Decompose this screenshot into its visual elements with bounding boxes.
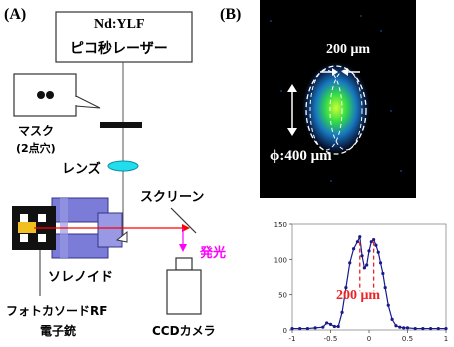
emission-label: 発光 [200,246,227,261]
data-point [340,310,344,314]
mask-plate [100,122,142,128]
data-point [358,235,362,239]
data-point [398,325,402,329]
profile-chart: 0 50 100 150 -1 -0.5 0 0.5 1 [274,221,449,343]
beam-image [260,0,416,198]
mask-hole-right [46,91,54,99]
data-point [402,326,406,330]
data-point [321,325,325,329]
x-tick-label: 0 [367,335,371,343]
data-point [413,326,417,331]
ccd-label: CCDカメラ [152,324,216,338]
data-point [352,247,356,251]
panel-a-label: (A) [4,6,27,23]
data-point [305,326,309,331]
y-tick-label: 50 [278,292,287,300]
mask-label: マスク [18,124,55,138]
beam-diameter-label: ϕ:400 μm [270,148,332,164]
ccd-body [166,269,202,315]
data-point [362,266,366,270]
mask-sublabel: (2点穴) [16,142,56,155]
data-point [378,261,383,265]
data-point [332,324,336,329]
y-tick-label: 0 [283,327,287,335]
data-point [336,324,340,329]
cathode [18,222,36,233]
x-tick-label: -0.5 [324,335,338,343]
data-point [436,326,440,331]
data-point [444,326,448,331]
x-tick-label: -1 [289,335,296,343]
ccd-lens [175,257,193,271]
chart-annotation: 200 μm [336,288,381,303]
data-point [365,263,369,267]
beam-spot [302,62,370,154]
data-point [344,286,348,290]
data-point [298,326,302,331]
data-point [390,317,394,321]
data-point [355,240,360,244]
data-point [394,324,398,328]
x-tick-label: 1 [444,335,448,343]
emission-arrow [179,244,187,252]
beam-pipe [97,212,123,248]
panel-b-label: (B) [220,6,242,23]
data-point [381,271,385,276]
mirror [115,230,128,243]
x-tick-label: 0.5 [402,335,413,343]
beam-width-label: 200 μm [326,42,371,57]
data-point [421,326,425,331]
beam-outline [305,65,367,155]
data-point [405,326,410,330]
lens [107,160,139,172]
y-tick-label: 150 [274,221,287,229]
gun-label-line2: 電子銃 [40,324,77,338]
data-point [372,237,376,242]
laser-box [55,11,193,63]
solenoid-label: ソレノイド [48,270,114,285]
plot-frame [291,223,447,331]
data-point [290,326,294,331]
data-point [367,249,371,253]
mask-hole-left [37,91,45,99]
data-point [325,321,329,325]
data-point [376,250,380,254]
screen [170,207,197,234]
laser-label-line2: ピコ秒レーザー [70,41,168,57]
gun-label-line1: フォトカソードRF [6,304,108,318]
y-tick-label: 100 [274,256,287,264]
data-point [328,322,333,326]
data-point [374,243,378,247]
data-point [429,326,433,331]
data-point [313,326,317,330]
data-point [369,240,373,244]
data-point [360,254,364,258]
data-point [348,261,352,265]
data-point [386,303,390,307]
data-point [383,286,387,290]
lens-label: レンズ [62,162,101,177]
screen-label: スクリーン [140,190,205,205]
laser-label-line1: Nd:YLF [94,17,145,32]
